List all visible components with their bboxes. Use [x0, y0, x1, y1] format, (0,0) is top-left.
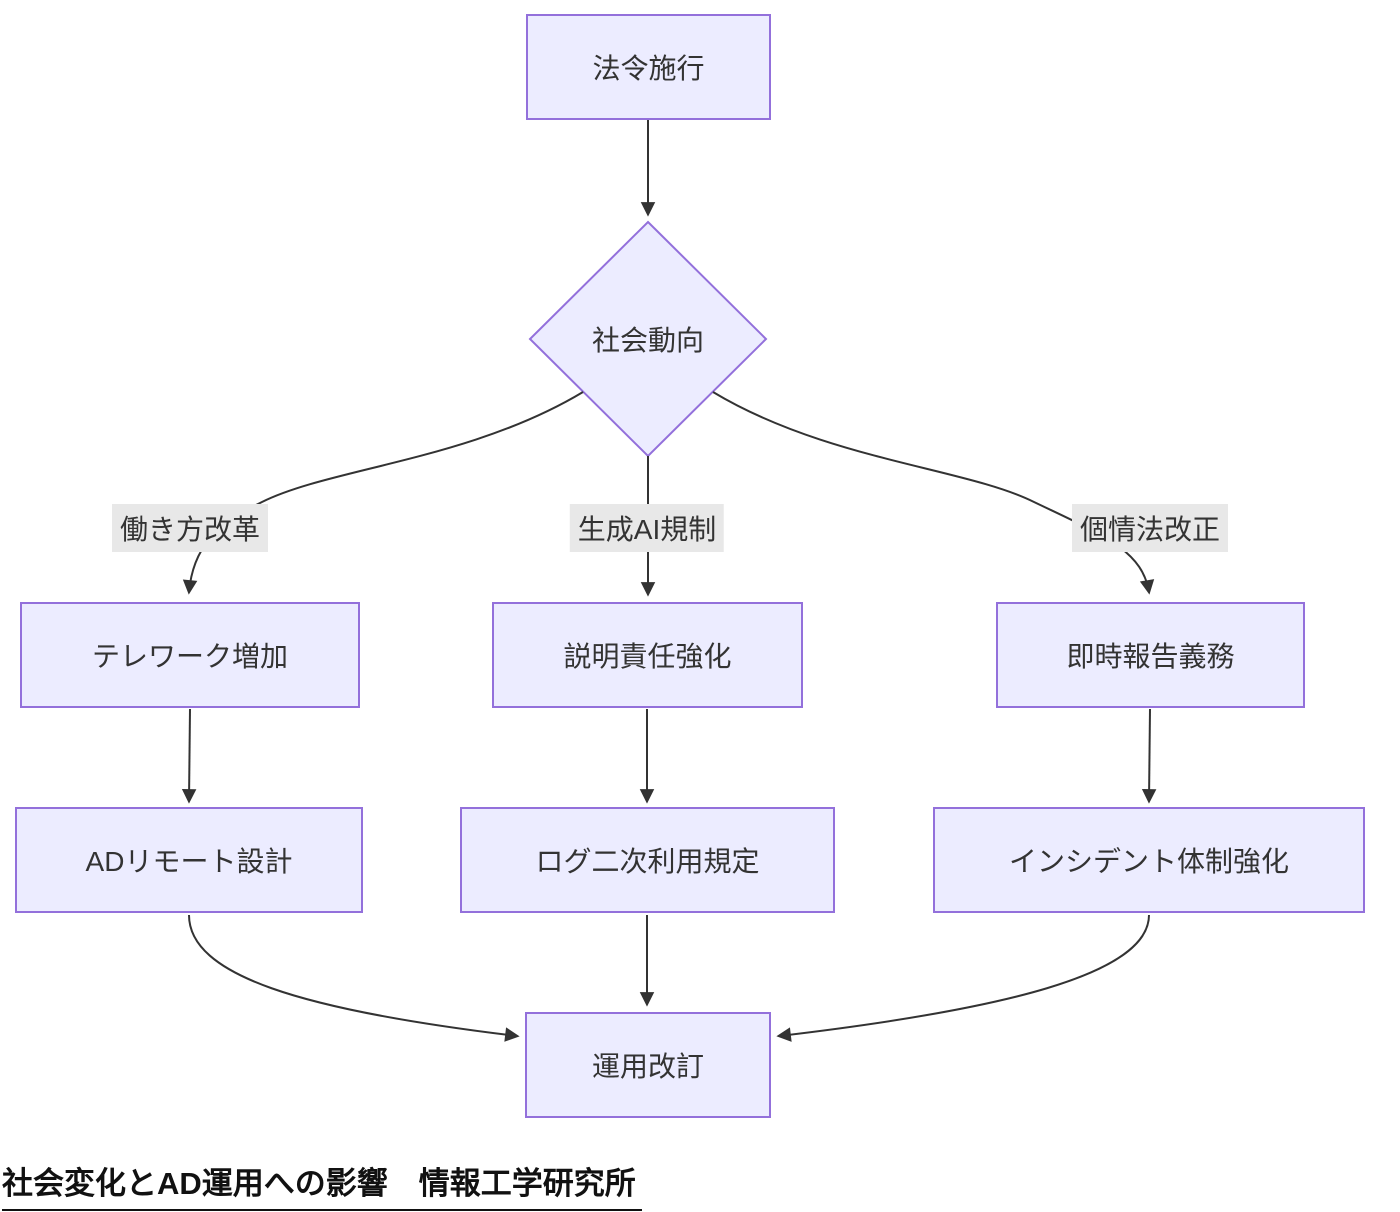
- diagram-caption: 社会変化とAD運用への影響 情報工学研究所: [2, 1158, 642, 1211]
- node-trend-label: 社会動向: [591, 325, 705, 356]
- node-incident: インシデント体制強化: [933, 807, 1365, 913]
- edge-label-gen-ai: 生成AI規制: [569, 504, 725, 552]
- edge-telework-to-adremote: [189, 708, 190, 801]
- edge-label-privacy-law: 個情法改正: [1071, 504, 1229, 552]
- node-log-policy: ログ二次利用規定: [460, 807, 835, 913]
- edge-trend-to-telework: [189, 391, 584, 592]
- edge-label-workstyle: 働き方改革: [111, 504, 269, 552]
- edge-incident-to-revision: [779, 914, 1150, 1036]
- edge-adremote-to-revision: [188, 914, 517, 1036]
- edge-trend-to-report: [712, 391, 1149, 592]
- node-revision: 運用改訂: [525, 1012, 771, 1118]
- node-report: 即時報告義務: [996, 602, 1305, 708]
- node-accountability: 説明責任強化: [492, 602, 803, 708]
- node-telework: テレワーク増加: [20, 602, 360, 708]
- node-ad-remote: ADリモート設計: [15, 807, 363, 913]
- edge-report-to-incident: [1149, 708, 1150, 801]
- node-law: 法令施行: [526, 14, 771, 120]
